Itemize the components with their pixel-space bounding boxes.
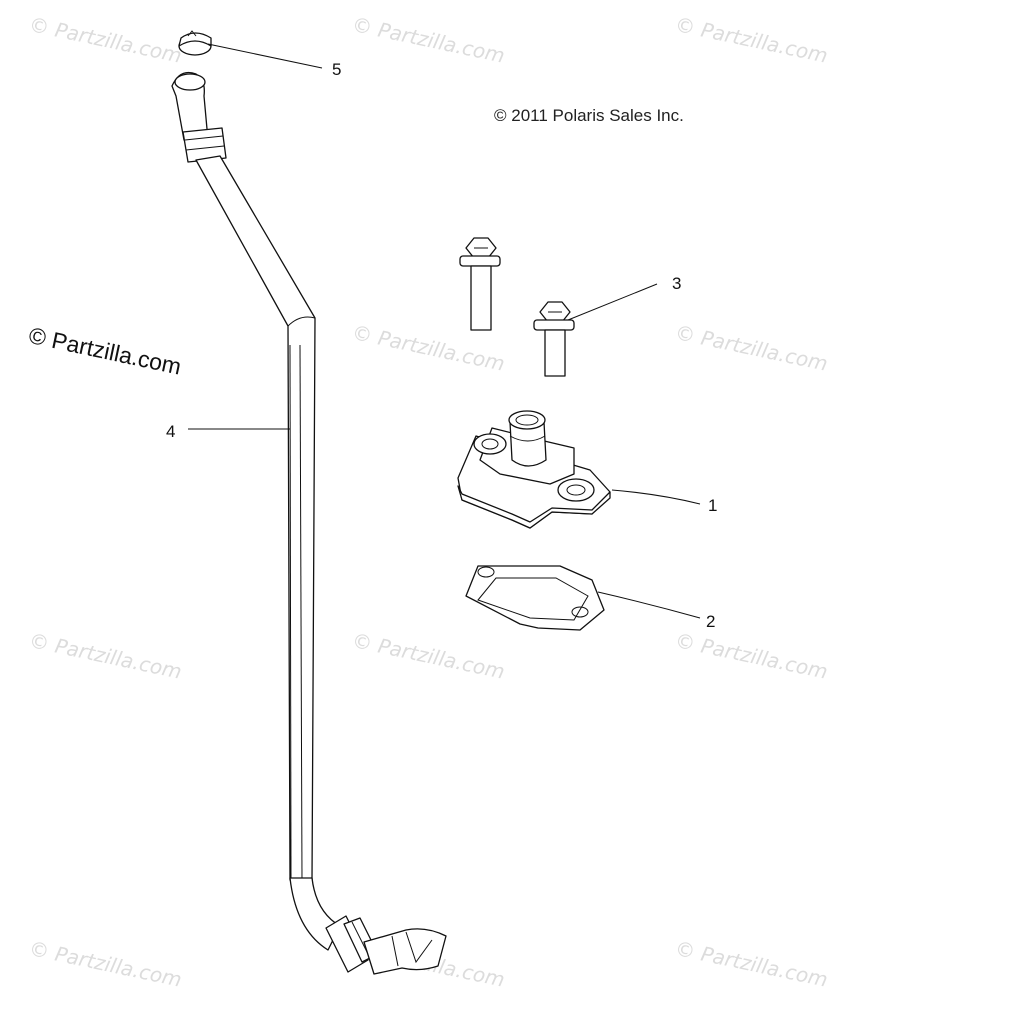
gasket-part[interactable] bbox=[465, 565, 605, 631]
vent-hose-part[interactable] bbox=[171, 71, 447, 975]
callout-2: 2 bbox=[706, 612, 716, 631]
callout-4: 4 bbox=[166, 422, 176, 441]
callout-1: 1 bbox=[708, 496, 718, 515]
leader-line-1 bbox=[611, 489, 701, 505]
leader-line-2 bbox=[597, 591, 701, 619]
leader-line-5 bbox=[207, 43, 323, 69]
copyright-notice: © 2011 Polaris Sales Inc. bbox=[494, 106, 684, 125]
leader-line-3 bbox=[567, 283, 658, 321]
callout-3: 3 bbox=[672, 274, 682, 293]
bolt-part[interactable] bbox=[459, 237, 501, 331]
bolt-part[interactable] bbox=[533, 301, 575, 377]
callout-5: 5 bbox=[332, 60, 342, 79]
hose-clamp-part[interactable] bbox=[178, 30, 212, 56]
breather-housing-part[interactable] bbox=[457, 410, 611, 529]
